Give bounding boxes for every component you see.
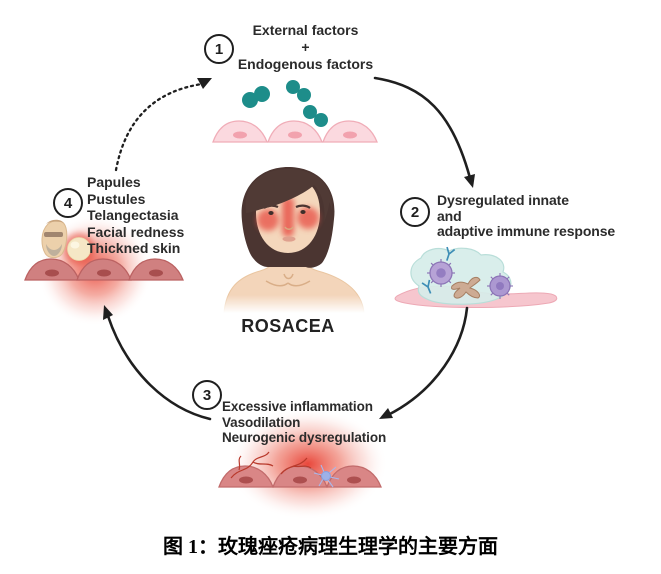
- pustule-icon: [67, 237, 91, 261]
- arrow-4-to-1: [114, 78, 212, 172]
- stage-3-line: Excessive inflammation: [222, 399, 373, 414]
- stage-3-label: Excessive inflammation Vasodilation Neur…: [222, 399, 412, 446]
- nose-redness: [282, 197, 294, 237]
- stage-2-label: Dysregulated innate and adaptive immune …: [437, 192, 652, 240]
- cheek-redness-right: [297, 207, 319, 229]
- stage-1-line: +: [301, 39, 310, 55]
- blood-vessels-icon: [230, 451, 312, 479]
- stage-4-line: Papules: [87, 174, 141, 190]
- lymphocyte-icon: [487, 273, 513, 299]
- eyes: [268, 210, 306, 215]
- macrophage-icon: [427, 259, 455, 287]
- dendritic-cell-icon: [451, 276, 481, 299]
- skin-cells: [212, 120, 378, 143]
- stage-2-line: Dysregulated innate: [437, 192, 569, 208]
- rosacea-face-illustration: [222, 167, 368, 313]
- stage-4-number-badge: 4: [53, 188, 83, 218]
- stage-1-line: External factors: [252, 22, 359, 38]
- skin-lesions-illustration: [24, 214, 184, 326]
- stage-1-line: Endogenous factors: [237, 56, 374, 72]
- stage-1-number-badge: 1: [204, 34, 234, 64]
- stage-4-line: Pustules: [87, 190, 146, 207]
- arrow-1-to-2: [373, 76, 475, 188]
- stage-4-line: Thickned skin: [87, 240, 181, 256]
- stage-2-line: adaptive immune response: [437, 223, 616, 239]
- stage-4-line: Facial redness: [87, 223, 185, 240]
- immune-response-illustration: [394, 246, 558, 308]
- antibody-icon: [421, 246, 456, 294]
- stage-2-line: and: [437, 207, 462, 224]
- stage-3-line: Neurogenic dysregulation: [222, 430, 387, 445]
- collarbones: [265, 273, 311, 287]
- hair-fringe: [245, 169, 333, 213]
- center-title: ROSACEA: [241, 316, 335, 336]
- bacteria-skin-illustration: [212, 80, 378, 143]
- inflamed-skin-illustration: [218, 408, 388, 520]
- thickened-skin-cells: [24, 258, 184, 281]
- stage-1-label: External factors + Endogenous factors: [228, 22, 383, 73]
- redness-glow: [228, 408, 388, 520]
- figure-caption: 图 1：玫瑰痤疮病理生理学的主要方面: [163, 536, 498, 558]
- cheek-redness-left: [257, 209, 279, 231]
- torso-fade: [222, 295, 368, 313]
- immune-blob: [410, 247, 512, 305]
- stage-3-number-badge: 3: [192, 380, 222, 410]
- bacteria-icon: [242, 80, 328, 127]
- neuron-icon: [313, 464, 340, 488]
- stage-3-line: Vasodilation: [222, 414, 301, 430]
- hair-side-strand: [314, 185, 330, 223]
- affected-face-icon: [41, 219, 68, 259]
- stage-4-label: Papules Pustules Telangectasia Facial re…: [87, 174, 202, 257]
- nose-base: [284, 226, 294, 230]
- stage-2-number-badge: 2: [400, 197, 430, 227]
- stage-4-line: Telangectasia: [87, 207, 179, 223]
- lips: [282, 236, 296, 242]
- inflamed-skin-cells: [218, 465, 382, 488]
